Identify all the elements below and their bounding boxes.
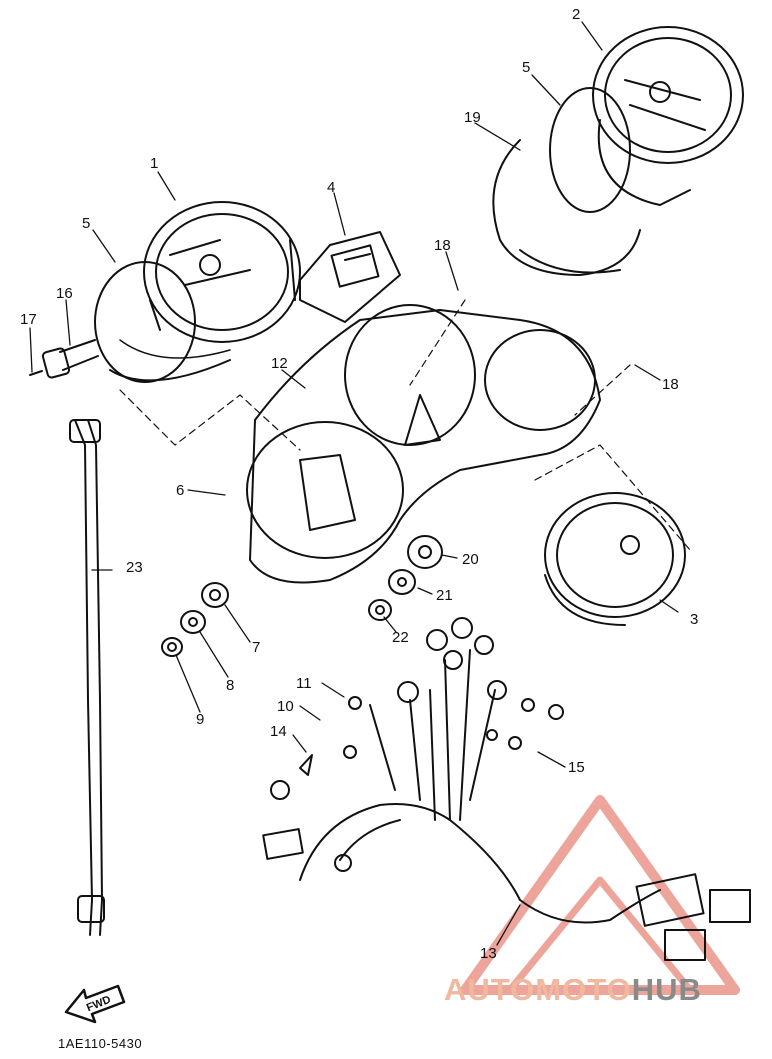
callout-leaders <box>29 21 679 946</box>
watermark-part2: HUB <box>631 972 702 1007</box>
meter-bracket <box>246 304 601 584</box>
speedometer-gauge <box>94 201 301 383</box>
part-code: 1AE110-5430 <box>58 1036 143 1051</box>
callout-17: 17 <box>20 311 37 328</box>
callout-11: 11 <box>296 675 312 692</box>
tachometer-gauge <box>549 26 744 213</box>
callout-4: 4 <box>327 179 335 196</box>
callout-18-right: 18 <box>662 376 679 393</box>
grommets-and-nuts <box>161 535 443 657</box>
watermark-part1: AUTOMOTO <box>444 972 632 1007</box>
callout-19: 19 <box>464 109 481 126</box>
mounting-bolt <box>29 339 99 379</box>
callout-21: 21 <box>436 587 453 604</box>
assembly-guide-lines <box>119 299 691 551</box>
callout-22: 22 <box>392 629 409 646</box>
gauge-cover <box>492 139 641 276</box>
callout-2: 2 <box>572 6 580 23</box>
callout-3: 3 <box>690 611 698 628</box>
callout-6: 6 <box>176 482 184 499</box>
callout-9: 9 <box>196 711 204 728</box>
callout-labels: 1 2 3 4 5 5 6 7 8 9 10 11 12 13 14 15 16… <box>20 6 698 1014</box>
indicator-housing <box>299 231 401 323</box>
wire-harness <box>262 617 751 961</box>
callout-5-left: 5 <box>82 215 90 232</box>
watermark-text: AUTOMOTOHUB <box>444 972 766 1018</box>
small-gauge <box>544 492 686 626</box>
callout-12: 12 <box>271 355 288 372</box>
callout-8: 8 <box>226 677 234 694</box>
callout-5-right: 5 <box>522 59 530 76</box>
callout-7: 7 <box>252 639 260 656</box>
callout-14: 14 <box>270 723 287 740</box>
callout-18-top: 18 <box>434 237 451 254</box>
speedometer-cable <box>69 419 105 936</box>
callout-16: 16 <box>56 285 73 302</box>
forward-arrow-icon <box>64 984 126 1024</box>
callout-1: 1 <box>150 155 158 172</box>
watermark-logo-icon <box>460 795 740 995</box>
callout-10: 10 <box>277 698 294 715</box>
callout-23: 23 <box>126 559 143 576</box>
callout-20: 20 <box>462 551 479 568</box>
callout-15: 15 <box>568 759 585 776</box>
callout-13: 13 <box>480 945 497 962</box>
